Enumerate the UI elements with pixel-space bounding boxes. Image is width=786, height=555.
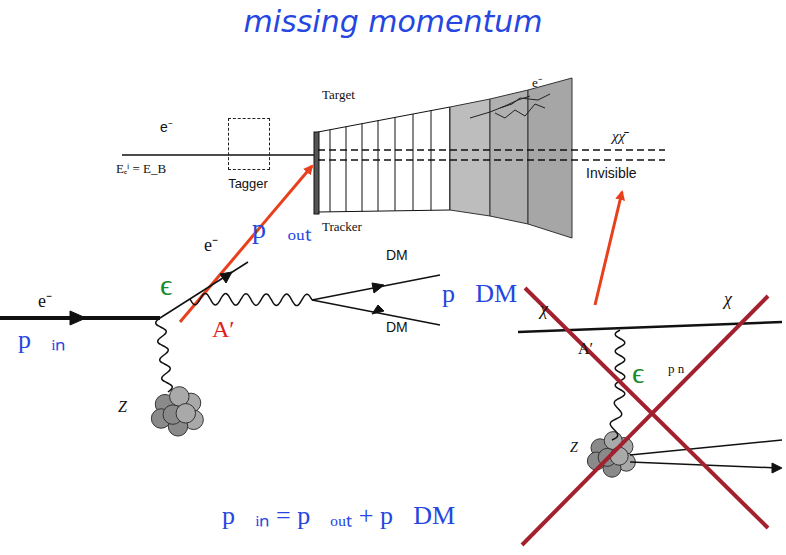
pointer-arrow xyxy=(595,192,622,305)
particle-label: e⁻ xyxy=(204,236,218,256)
particle-label: Z xyxy=(118,398,127,416)
particle-label: χχ̄ xyxy=(612,128,625,145)
part-label: Tracker xyxy=(322,220,362,234)
particle-label: A′ xyxy=(578,340,593,358)
part-label: Invisible xyxy=(586,166,637,181)
particle-label: DM xyxy=(386,320,408,335)
part-label: Tagger xyxy=(228,177,268,191)
detector xyxy=(122,78,665,238)
feynman-diagram xyxy=(0,262,440,436)
momentum-label: p⃗ₒᵤₜ xyxy=(252,214,312,245)
cross-out xyxy=(522,288,768,545)
particle-label: χ xyxy=(540,300,548,320)
particle-label: Z xyxy=(570,440,578,455)
momentum-label: p⃗ᵢₙ xyxy=(18,326,65,355)
pointer-arrow xyxy=(180,166,312,322)
coupling-label: ϵ xyxy=(160,268,172,301)
tagger-box: Tagger xyxy=(228,118,270,170)
part-label: Target xyxy=(322,88,355,102)
momentum-label: p⃗DM xyxy=(442,280,517,309)
particle-label: A′ xyxy=(212,316,235,342)
coupling-label: ϵ xyxy=(632,356,644,389)
title: missing momentum xyxy=(0,4,786,39)
momentum-equation: p⃗ᵢₙ = p⃗ₒᵤₜ + p⃗DM xyxy=(222,502,455,531)
particle-label: DM xyxy=(386,248,408,263)
particle-label: p n xyxy=(668,362,684,376)
particle-label: e⁻ xyxy=(160,120,173,135)
particle-label: e⁻ xyxy=(532,76,542,90)
particle-label: e⁻ xyxy=(38,292,52,312)
crossed-diagram xyxy=(518,322,782,477)
particle-label: χ xyxy=(724,290,732,310)
beam-energy: Eₑⁱ = E_B xyxy=(116,162,166,176)
